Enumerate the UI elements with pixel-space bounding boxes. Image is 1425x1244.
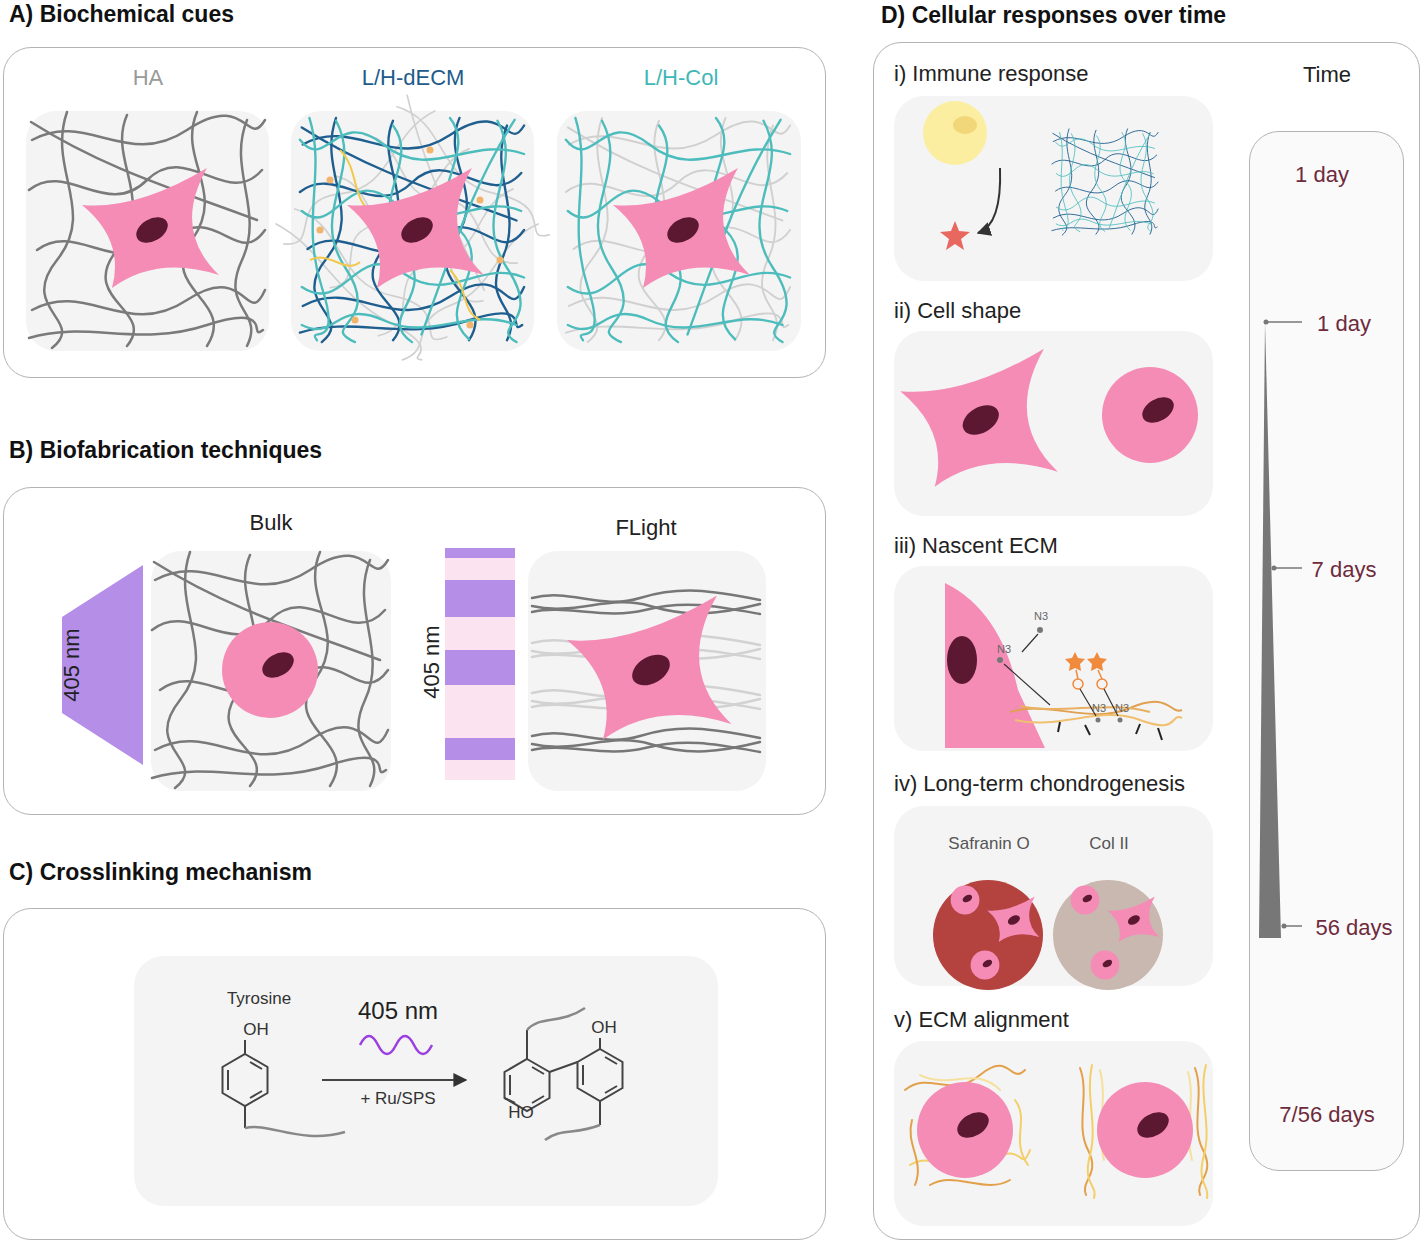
technique-box: Bulk	[151, 551, 391, 791]
node-text: N3	[1034, 610, 1048, 622]
node-heading: v) ECM alignment	[894, 1008, 1069, 1032]
node-text: 1 day	[1317, 312, 1371, 336]
node-text: OH	[591, 1019, 617, 1038]
node-text: + Ru/SPS	[360, 1090, 435, 1109]
node-heading: i) Immune response	[894, 62, 1088, 86]
node-heading: iii) Nascent ECM	[894, 534, 1058, 558]
response-box: i) Immune response	[894, 96, 1213, 281]
node-heading: FLight	[615, 516, 676, 540]
panel-box: D) Cellular responses over timei) Immune…	[873, 42, 1420, 1240]
reaction-box: TyrosineOH 405 nm + Ru/SPS OH HO	[134, 956, 718, 1206]
illustration-part	[270, 88, 554, 372]
technique-box: FLight	[528, 551, 766, 791]
node-heading: Bulk	[250, 511, 293, 535]
node-text: 405 nm	[358, 998, 438, 1024]
node-heading: iv) Long-term chondrogenesis	[894, 772, 1185, 796]
panel-box: A) Biochemical cuesHAL/H-dECML/H-Col	[3, 47, 826, 378]
response-box: v) ECM alignment	[894, 1041, 1213, 1226]
hydrogel-box: L/H-Col	[557, 111, 801, 351]
node-text: 1 day	[1295, 163, 1349, 187]
response-box: ii) Cell shape	[894, 331, 1213, 516]
node-text: N3	[1115, 702, 1129, 714]
node-text: Safranin O	[948, 835, 1029, 854]
node-text: 7 days	[1312, 558, 1377, 582]
hydrogel-decm	[270, 88, 554, 372]
hydrogel-box: HA	[26, 111, 269, 351]
panel-box: C) Crosslinking mechanismTyrosineOH405 n…	[3, 908, 826, 1240]
timeline-box: Time1 day1 day7 days56 days7/56 days	[1249, 131, 1404, 1171]
node-text: HO	[508, 1104, 534, 1123]
node-text: 56 days	[1315, 916, 1392, 940]
node-heading: A) Biochemical cues	[9, 2, 234, 27]
node-text: N3	[997, 643, 1011, 655]
node-heading: L/H-Col	[644, 66, 719, 90]
node-text: N3	[1092, 702, 1106, 714]
node-text: 7/56 days	[1279, 1103, 1374, 1127]
node-heading: Time	[1303, 63, 1351, 87]
node-heading: L/H-dECM	[362, 66, 465, 90]
wavelength-label: 405 nm	[60, 628, 84, 701]
panel-box: B) Biofabrication techniquesBulkFLight	[3, 487, 826, 815]
node-heading: ii) Cell shape	[894, 299, 1021, 323]
node-heading: Tyrosine	[227, 990, 291, 1009]
wavelength-label: 405 nm	[420, 625, 444, 698]
response-box: iii) Nascent ECMN3N3N3N3	[894, 566, 1213, 751]
node-heading: D) Cellular responses over time	[881, 3, 1226, 28]
node-heading: B) Biofabrication techniques	[9, 438, 322, 463]
node-heading: HA	[133, 66, 164, 90]
node-text: Col II	[1089, 835, 1129, 854]
node-text: OH	[243, 1021, 269, 1040]
hydrogel-box: L/H-dECM	[291, 111, 534, 351]
response-box: iv) Long-term chondrogenesisSafranin OCo…	[894, 806, 1213, 986]
node-heading: C) Crosslinking mechanism	[9, 860, 312, 885]
